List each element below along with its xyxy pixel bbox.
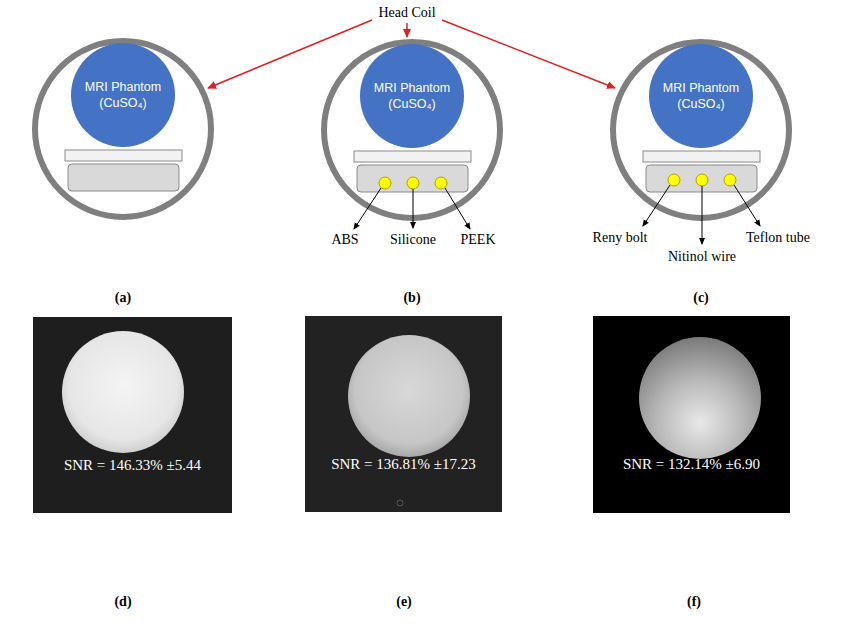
panel-letter: (e) (396, 594, 412, 610)
panel-letter: (b) (403, 290, 420, 306)
phantom-circle: MRI Phantom (CuSO₄) (360, 44, 464, 148)
phantom-outline (360, 44, 464, 148)
sample-dots (379, 174, 736, 189)
material-label: Teflon tube (746, 230, 810, 246)
phantom-circle: MRI Phantom (CuSO₄) (649, 44, 753, 148)
phantom-outline (71, 43, 175, 147)
mri-image: SNR = 136.81% ±17.23 (305, 316, 502, 512)
material-label: PEEK (461, 232, 496, 248)
panel-letter: (f) (687, 594, 701, 610)
mri-images (33, 316, 790, 513)
material-label: Reny bolt (593, 230, 648, 246)
panel-letter: (d) (114, 594, 131, 610)
material-label: Nitinol wire (668, 249, 736, 265)
material-label: ABS (331, 232, 358, 248)
phantom-label: MRI Phantom (CuSO₄) (659, 80, 743, 113)
panel-letter: (c) (693, 290, 709, 306)
mri-image: SNR = 132.14% ±6.90 (593, 316, 790, 513)
snr-value: SNR = 136.81% ±17.23 (305, 456, 502, 473)
patient-tables (65, 150, 760, 192)
head-coil-rings (35, 41, 789, 218)
phantom-outline (649, 44, 753, 148)
figure-title: Head Coil (378, 5, 435, 21)
panel-letter: (a) (115, 290, 131, 306)
snr-value: SNR = 146.33% ±5.44 (33, 457, 232, 474)
mri-image: SNR = 146.33% ±5.44 (33, 317, 232, 513)
phantom-label: MRI Phantom (CuSO₄) (81, 79, 165, 112)
phantom-circle: MRI Phantom (CuSO₄) (71, 43, 175, 147)
phantom-label: MRI Phantom (CuSO₄) (370, 80, 454, 113)
material-label: Silicone (390, 232, 436, 248)
snr-value: SNR = 132.14% ±6.90 (593, 456, 790, 473)
